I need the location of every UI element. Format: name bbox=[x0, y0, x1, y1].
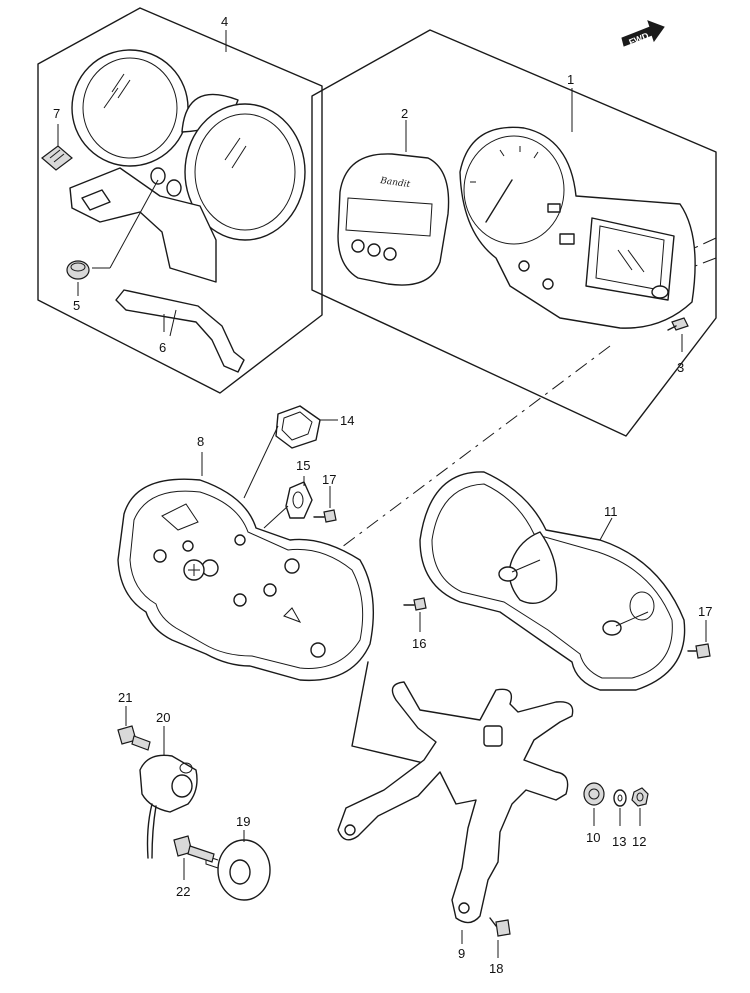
box-1-outline bbox=[311, 29, 717, 437]
callout-19: 19 bbox=[236, 814, 250, 829]
callout-11: 11 bbox=[604, 504, 618, 519]
callout-15: 15 bbox=[296, 458, 310, 473]
meter-left-gauge bbox=[71, 49, 189, 167]
part-8-lower-case bbox=[117, 478, 374, 682]
callout-13: 13 bbox=[612, 834, 626, 849]
part-20-speed-sensor bbox=[139, 754, 198, 859]
callout-20: 20 bbox=[156, 710, 170, 725]
callout-16: 16 bbox=[412, 636, 426, 651]
part-12-nut bbox=[631, 787, 649, 807]
part-14-clamp bbox=[275, 405, 321, 449]
callout-14: 14 bbox=[340, 413, 354, 428]
part-5-grommet bbox=[66, 260, 90, 280]
part-18-bolt bbox=[489, 917, 511, 937]
meter-right-gauge bbox=[181, 93, 306, 241]
callout-7: 7 bbox=[53, 106, 60, 121]
callout-22: 22 bbox=[176, 884, 190, 899]
part-17-screw-right bbox=[687, 643, 711, 659]
callout-4: 4 bbox=[221, 14, 228, 29]
box-4-outline bbox=[37, 7, 323, 394]
callout-17-upper: 17 bbox=[322, 472, 336, 487]
callout-10: 10 bbox=[586, 830, 600, 845]
fwd-label: FWD bbox=[627, 30, 650, 47]
callout-9: 9 bbox=[458, 946, 465, 961]
callout-12: 12 bbox=[632, 834, 646, 849]
callout-2: 2 bbox=[401, 106, 408, 121]
callout-6: 6 bbox=[159, 340, 166, 355]
fwd-arrow-icon: FWD bbox=[621, 20, 665, 47]
part-13-washer bbox=[613, 789, 627, 807]
part-10-cushion bbox=[583, 782, 605, 806]
part-22-bolt bbox=[173, 835, 215, 863]
part-15-clamp bbox=[285, 481, 313, 519]
part-1-meter-unit bbox=[459, 126, 696, 329]
trip-knob bbox=[150, 167, 182, 197]
part-17-screw-upper bbox=[313, 509, 337, 523]
callout-21: 21 bbox=[118, 690, 132, 705]
meter-bracket-tab bbox=[81, 189, 111, 211]
callout-5: 5 bbox=[73, 298, 80, 313]
callout-17-right: 17 bbox=[698, 604, 712, 619]
brand-script: Bandit bbox=[379, 176, 412, 190]
callout-8: 8 bbox=[197, 434, 204, 449]
part-6-bracket bbox=[115, 289, 245, 373]
part-7-label-sticker bbox=[41, 145, 73, 171]
callout-18: 18 bbox=[489, 961, 503, 976]
callout-3: 3 bbox=[677, 360, 684, 375]
callout-1: 1 bbox=[567, 72, 574, 87]
part-2-lcd-panel: Bandit bbox=[337, 153, 450, 286]
part-21-bolt bbox=[117, 725, 151, 751]
part-16-screw bbox=[403, 597, 427, 611]
part-3-screw bbox=[667, 317, 689, 331]
part-19-drive-plate bbox=[205, 839, 271, 901]
part-9-stay bbox=[337, 681, 574, 924]
